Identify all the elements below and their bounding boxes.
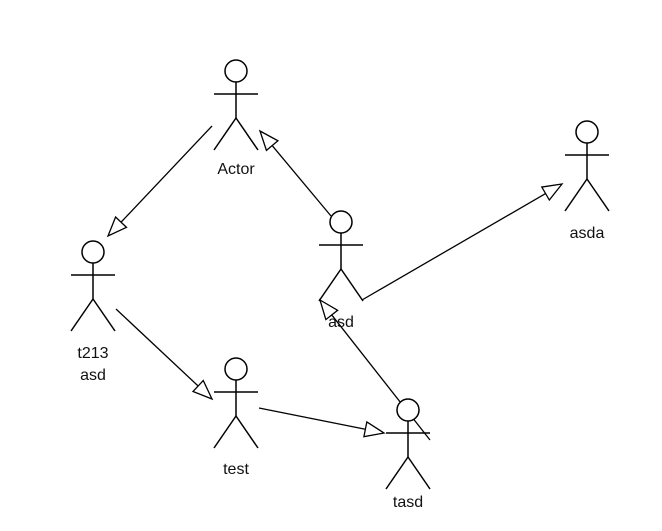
actor-actor: Actor xyxy=(213,59,259,178)
actor-test: test xyxy=(213,357,259,478)
actor-t213: t213 asd xyxy=(70,240,116,384)
actor-left-leg-icon xyxy=(70,298,94,332)
actor-asd: asd xyxy=(318,210,364,331)
actor-head-icon xyxy=(329,210,353,234)
actor-label-line: test xyxy=(223,461,249,478)
actor-head-icon xyxy=(81,240,105,264)
actor-head-icon xyxy=(575,120,599,144)
generalization-actor-to-t213 xyxy=(106,125,213,238)
actor-label: asda xyxy=(570,225,605,242)
actor-right-leg-icon xyxy=(586,178,610,212)
actors: Actor t213 asd asd asda test tasd xyxy=(70,59,610,511)
actor-left-leg-icon xyxy=(564,178,588,212)
actor-label: t213 asd xyxy=(77,345,108,384)
actor-label: asd xyxy=(328,314,354,331)
arrow-line xyxy=(115,308,199,387)
actor-right-leg-icon xyxy=(235,117,259,151)
actor-label-line: Actor xyxy=(217,161,255,178)
arrowhead-hollow-triangle xyxy=(318,298,339,321)
actor-label: test xyxy=(223,461,249,478)
actor-label-line: t213 xyxy=(77,345,108,362)
actor-label: tasd xyxy=(393,494,423,511)
arrow-line xyxy=(361,192,546,301)
arrowhead-hollow-triangle xyxy=(258,129,280,152)
arrowhead-hollow-triangle xyxy=(106,215,128,238)
arrow-line xyxy=(258,407,366,430)
actor-right-leg-icon xyxy=(340,268,364,302)
actor-right-leg-icon xyxy=(92,298,116,332)
actor-left-leg-icon xyxy=(213,117,237,151)
arrow-line xyxy=(271,145,332,217)
generalization-t213-to-test xyxy=(115,308,214,401)
generalization-test-to-tasd xyxy=(258,407,386,438)
arrowhead-hollow-triangle xyxy=(540,183,564,202)
actor-left-leg-icon xyxy=(385,456,409,490)
arrow-line xyxy=(120,125,213,223)
actor-label-line: asd xyxy=(328,314,354,331)
generalization-asd-to-actor xyxy=(258,129,332,217)
actor-asda: asda xyxy=(564,120,610,242)
actor-label: Actor xyxy=(217,161,255,178)
actor-left-leg-icon xyxy=(213,415,237,449)
generalization-asd-to-asda xyxy=(361,183,564,301)
actor-head-icon xyxy=(224,59,248,83)
actor-label-line: tasd xyxy=(393,494,423,511)
actor-right-leg-icon xyxy=(235,415,259,449)
actor-label-line: asd xyxy=(80,367,106,384)
actor-tasd: tasd xyxy=(385,398,431,511)
arrowhead-hollow-triangle xyxy=(191,379,214,401)
actor-head-icon xyxy=(396,398,420,422)
generalization-arrows xyxy=(106,125,564,441)
actor-head-icon xyxy=(224,357,248,381)
arrowhead-hollow-triangle xyxy=(363,420,386,438)
actor-left-leg-icon xyxy=(318,268,342,302)
actor-label-line: asda xyxy=(570,225,605,242)
actor-right-leg-icon xyxy=(407,456,431,490)
